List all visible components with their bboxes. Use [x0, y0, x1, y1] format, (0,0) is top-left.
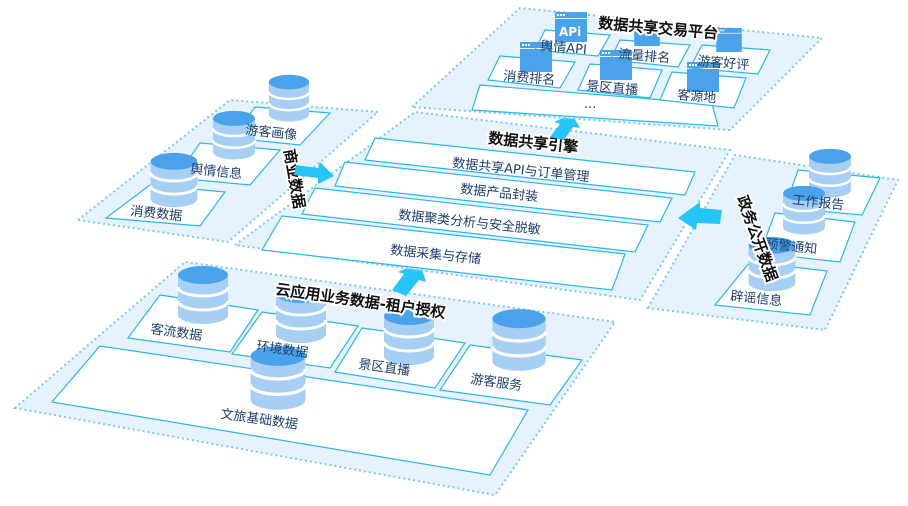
engine-layer — [334, 161, 673, 223]
api-item-label: 流量排名 — [618, 46, 671, 66]
cloud-item-label: 游客服务 — [469, 371, 523, 394]
more-apis-row — [471, 84, 719, 127]
gov-item-label: 工作报告 — [792, 193, 845, 213]
cloud-item-label: 景区直播 — [357, 357, 411, 379]
api-box — [577, 63, 663, 99]
gov-item-label: 预警通知 — [765, 236, 818, 257]
cloud-item-label: 客流数据 — [149, 321, 203, 344]
engine-layer — [261, 215, 626, 291]
cloud-data-plane: 云应用业务数据-租户授权 客流数据 环境数据 景区直播 游客服务 文旅基础数据 — [12, 260, 617, 497]
api-item-label: 客源地 — [677, 87, 717, 106]
platform-plane: APi 数据共享交易平台 舆情API 流量排名 游客好评 消费排名 景区直播 客… — [409, 6, 825, 132]
engine-layer — [301, 187, 649, 253]
business-data-plane: 游客画像 舆情信息 消费数据 商业数据 — [75, 73, 381, 244]
api-item-label: 舆情API — [540, 39, 588, 58]
gov-item-label: 辟谣信息 — [730, 288, 783, 309]
cloud-item-label: 环境数据 — [255, 339, 309, 361]
business-item-label: 游客画像 — [245, 122, 298, 143]
gov-data-plane: 工作报告 预警通知 辟谣信息 政务公开数据 — [646, 147, 900, 332]
arrow-up-icon — [550, 114, 580, 140]
database-icon — [176, 264, 230, 326]
more-apis-ellipsis: ... — [584, 97, 596, 112]
api-item-label: 景区直播 — [586, 79, 639, 98]
database-icon — [267, 73, 311, 123]
business-item-label: 消费数据 — [130, 204, 183, 224]
engine-layer — [364, 137, 696, 196]
engine-plane: 数据共享引擎 数据共享API与订单管理 数据产品封装 数据聚类分析与安全脱敏 数… — [232, 110, 732, 302]
api-icon-text: APi — [559, 25, 581, 39]
business-item-label: 舆情信息 — [190, 161, 243, 182]
database-icon — [490, 307, 548, 373]
arrow-left-icon — [678, 202, 722, 230]
api-item-label: 消费排名 — [503, 68, 556, 88]
base-data-box — [50, 345, 529, 476]
api-icon — [716, 28, 742, 52]
arrow-right-icon — [294, 162, 334, 184]
api-item-label: 游客好评 — [697, 53, 750, 73]
